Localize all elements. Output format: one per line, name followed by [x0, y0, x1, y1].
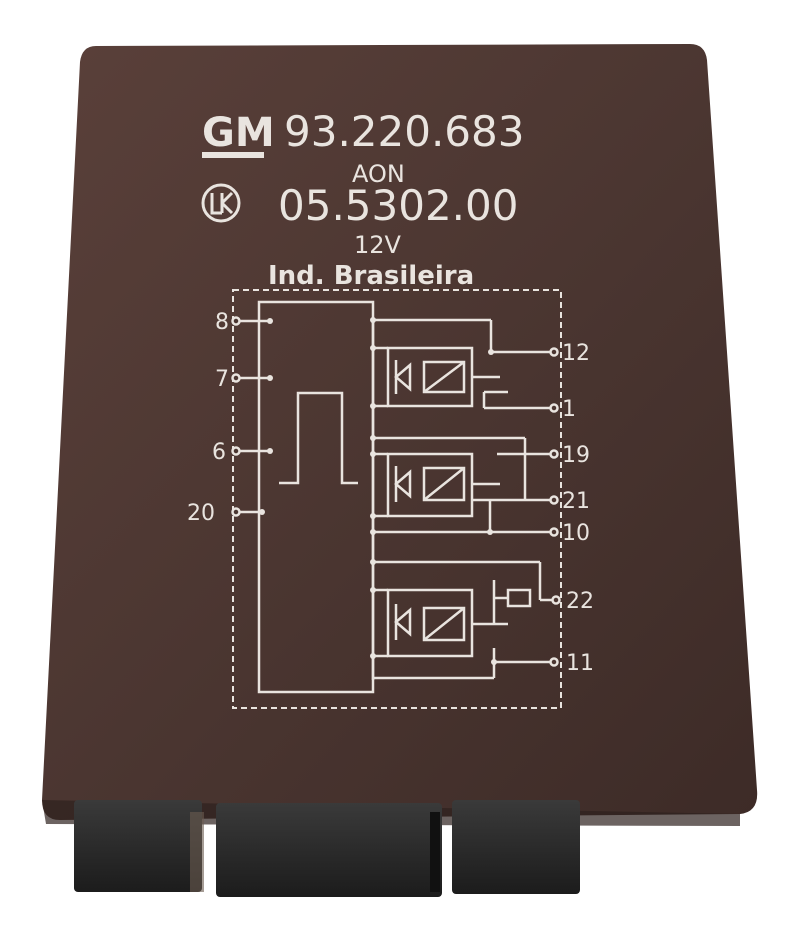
printed-label: GM 93.220.683 AON 05.5302.00 12V Ind. Br… [201, 107, 524, 291]
pin-label: 7 [215, 367, 229, 392]
pulse-waveform-icon [279, 391, 358, 485]
origin-text: Ind. Brasileira [268, 261, 474, 291]
left-pin-labels: 8 7 6 20 [187, 310, 229, 526]
pin-label: 21 [562, 489, 590, 514]
relay-2 [373, 436, 552, 534]
voltage-text: 12V [354, 231, 402, 259]
code-text: AON [352, 160, 405, 188]
circuit-schematic [231, 289, 562, 709]
lk-logo-icon [201, 183, 241, 223]
pin-label: 12 [562, 341, 590, 366]
pin-label: 8 [215, 310, 229, 335]
pin-label: 6 [212, 440, 226, 465]
right-pin-labels: 12 1 19 21 10 22 11 [562, 341, 594, 676]
brand-underline [202, 152, 264, 158]
pin-label: 11 [566, 651, 594, 676]
part-number: 93.220.683 [284, 107, 524, 156]
relay-3 [373, 560, 556, 680]
connector-block [74, 800, 580, 897]
brand-logo: GM [202, 110, 275, 156]
pin-label: 19 [562, 443, 590, 468]
pin-label: 1 [562, 397, 576, 422]
manufacturer-part-number: 05.5302.00 [278, 181, 518, 230]
pin-label: 10 [562, 521, 590, 546]
pin-label: 20 [187, 501, 215, 526]
pin-label: 22 [566, 589, 594, 614]
